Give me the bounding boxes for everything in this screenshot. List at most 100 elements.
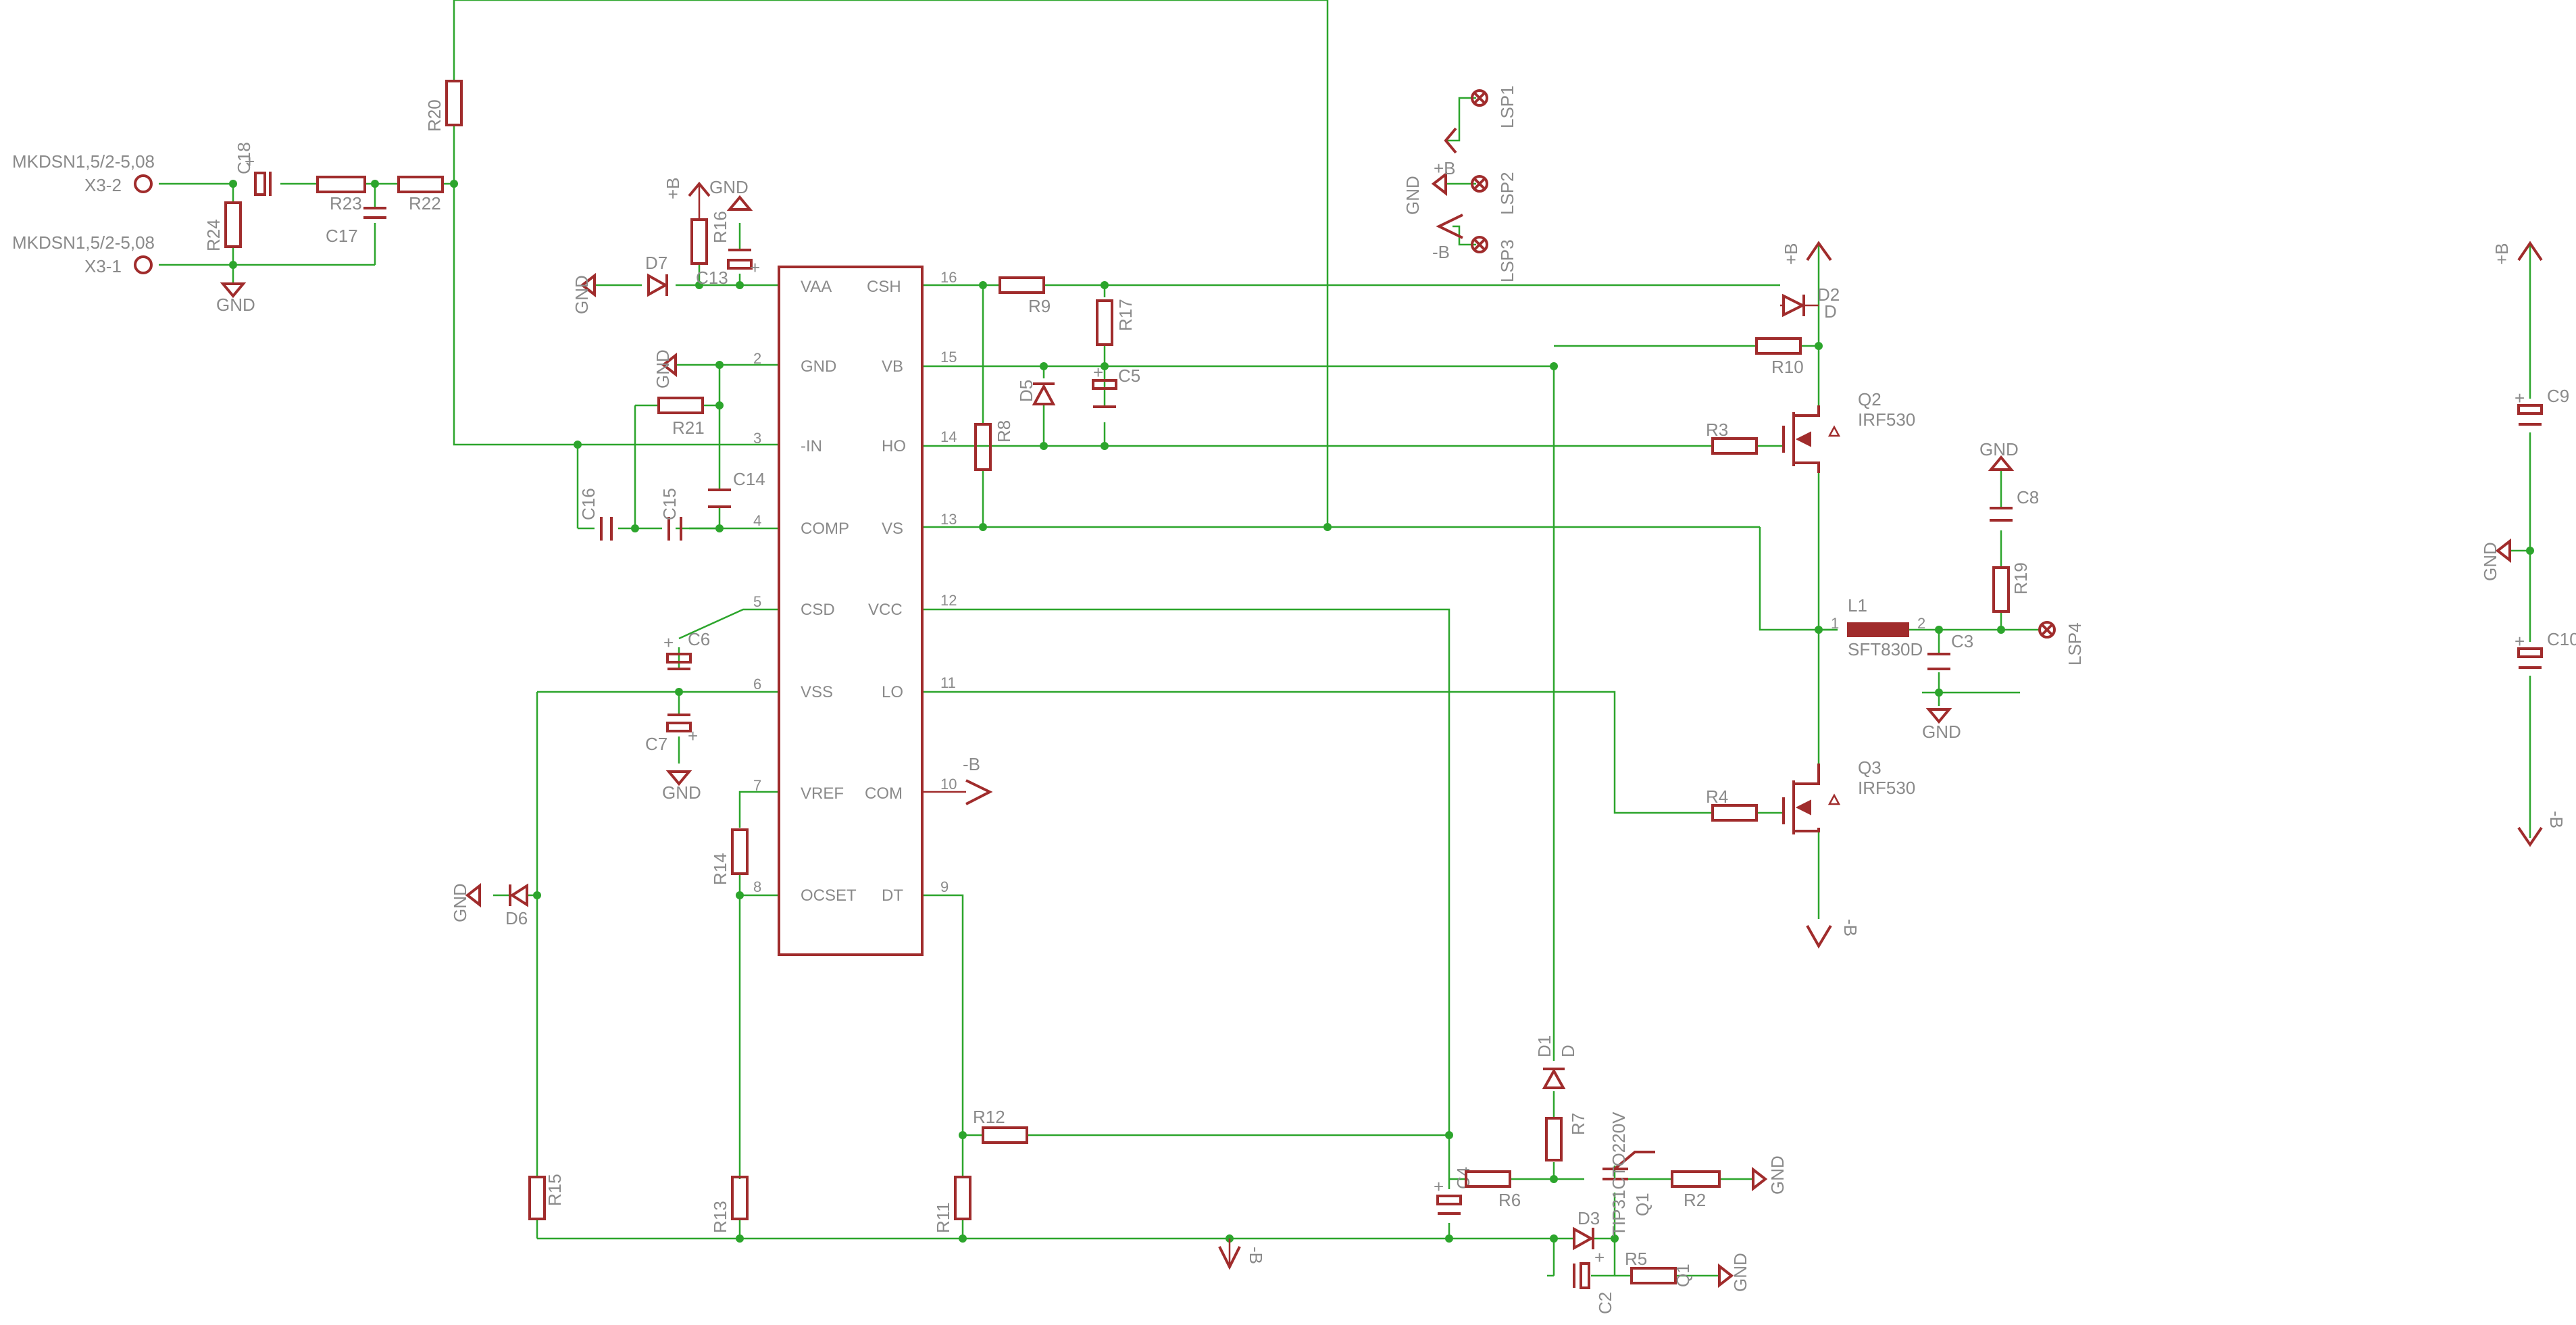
capacitor-c13-body: + [727,249,760,278]
resistor-r2[interactable]: R2 [1671,1170,1721,1210]
capacitor-c3[interactable]: C3 [1927,631,1973,670]
d7-label: D7 [645,253,667,273]
capacitor-c2[interactable]: + C2 [1573,1247,1615,1314]
r8-label: R8 [994,420,1014,443]
capacitor-c9[interactable]: + C9 [2515,386,2569,426]
resistor-r22[interactable]: R22 [397,176,444,214]
connector-x3-2[interactable]: MKDSN1,5/2-5,08 X3-2 [12,151,155,195]
diode-d1[interactable]: D1 D [1534,1035,1578,1089]
plus-b-label-1: +B [663,177,683,199]
capacitor-c8[interactable]: C8 [1990,487,2039,522]
capacitor-c5[interactable]: + C5 [1092,362,1140,408]
capacitor-c18[interactable]: + C18 [234,142,272,196]
diode-d2[interactable]: D2 D [1780,284,1840,322]
ic-driver[interactable]: VAA GND -IN COMP CSD VSS VREF OCSET CSH … [753,266,993,956]
minus-b-label-right: -B [1840,919,1861,936]
gnd-symbol-lsp2: GND +B [1403,158,1456,215]
ic-pin-csd: CSD [801,601,835,619]
resistor-r24[interactable]: R24 [203,201,242,251]
r20-label: R20 [424,99,445,132]
resistor-r10[interactable]: R10 [1755,337,1804,377]
capacitor-c13[interactable]: C13 [696,268,728,288]
gnd-symbol-c8: GND [1979,439,2019,471]
ic-pin-vss: VSS [801,683,833,701]
c9-plus: + [2515,388,2525,408]
resistor-r17[interactable]: R17 [1096,299,1136,346]
diode-d7[interactable]: D7 [645,253,669,297]
resistor-r12[interactable]: R12 [973,1107,1028,1144]
gnd-label-2: GND [653,349,673,389]
mosfet-q2[interactable]: Q2 IRF530 [1782,389,1915,473]
connector-lsp1[interactable]: LSP1 [1471,85,1517,128]
d2-label: D2 [1817,284,1840,305]
resistor-r9[interactable]: R9 [999,276,1051,316]
lsp3-label: LSP3 [1497,239,1517,282]
mosfet-q3[interactable]: Q3 IRF530 [1782,757,1915,834]
resistor-r11[interactable]: R11 [933,1176,971,1233]
resistor-r15[interactable]: R15 [528,1174,565,1220]
resistor-r21[interactable]: R21 [657,397,705,438]
resistor-r19[interactable]: R19 [1992,562,2031,613]
gnd-symbol-c13: GND [709,177,753,211]
diode-d3[interactable]: D3 [1573,1208,1600,1251]
inductor-l1[interactable]: L1 SFT830D 1 2 [1831,595,1925,659]
c9-label: C9 [2547,386,2569,406]
minus-b-symbol-bottom: -B [1218,1239,1266,1270]
capacitor-c16[interactable]: C16 [578,488,613,541]
ic-pin-gnd: GND [801,357,836,376]
gnd-symbol-c3: GND [1922,708,1961,742]
c8-label: C8 [2017,487,2039,507]
resistor-r16[interactable]: R16 [690,211,730,265]
gnd-symbol-c9c10: GND [2480,538,2511,581]
c6-label: C6 [688,629,710,649]
transistor-q1[interactable]: Q1 TIP31CTO220V [1602,1111,1655,1236]
r14-label: R14 [710,853,730,885]
r7-label: R7 [1568,1113,1588,1135]
resistor-r3[interactable]: R3 [1706,420,1758,455]
capacitor-c7[interactable]: + C7 [645,714,698,754]
capacitor-c14[interactable]: C14 [708,469,765,508]
c5-plus: + [1093,362,1103,382]
gnd-label-c9c10: GND [2480,542,2500,581]
r22-label: R22 [409,193,441,214]
gnd-label-c13: GND [709,177,749,197]
resistor-r7[interactable]: R7 [1545,1113,1588,1161]
ic-pin-vref: VREF [801,784,844,803]
resistor-r4[interactable]: R4 [1706,786,1758,822]
c2-plus: + [1594,1247,1605,1268]
r3-label: R3 [1706,420,1728,440]
q1-label-2: Q1 [1673,1264,1693,1287]
diode-d5[interactable]: D5 [1016,380,1056,405]
connector-lsp3[interactable]: LSP3 [1471,236,1517,282]
resistor-r5[interactable]: R5 Q1 [1625,1249,1693,1287]
x3-1-part-label: MKDSN1,5/2-5,08 [12,232,155,253]
resistor-r13[interactable]: R13 [710,1176,749,1233]
ic-pin-vs: VS [882,520,903,538]
connector-x3-1[interactable]: MKDSN1,5/2-5,08 X3-1 [12,232,155,276]
diode-d6[interactable]: D6 [505,883,528,928]
minus-b-symbol-right: -B [1806,919,1861,949]
ic-pinnum-15: 15 [940,349,957,366]
resistor-r20[interactable]: R20 [424,80,463,132]
capacitor-c10[interactable]: + C10 [2515,629,2576,669]
resistor-r6[interactable]: R6 [1465,1170,1521,1210]
ic-pinnum-12: 12 [940,592,957,609]
c4-plus: + [1434,1176,1444,1197]
r21-label: R21 [672,418,705,438]
capacitor-c6[interactable]: + C6 [663,629,710,670]
resistor-r8[interactable]: R8 [974,420,1014,471]
ic-pin-in: -IN [801,437,822,455]
capacitor-c17[interactable]: C17 [326,207,386,246]
capacitor-c15[interactable]: C15 [659,488,682,541]
q2-label: Q2 [1858,389,1882,409]
resistor-r23[interactable]: R23 [316,176,366,214]
junctions [229,180,2534,1243]
lsp2-label: LSP2 [1497,172,1517,215]
capacitor-c4[interactable]: + C4 [1434,1167,1473,1215]
c13-label: C13 [696,268,728,288]
connector-lsp4[interactable]: LSP4 [2038,621,2085,666]
gnd-label-c7: GND [662,782,701,803]
connector-lsp2[interactable]: LSP2 [1471,172,1517,215]
gnd-label-r2: GND [1767,1155,1788,1195]
resistor-r14[interactable]: R14 [710,828,749,885]
